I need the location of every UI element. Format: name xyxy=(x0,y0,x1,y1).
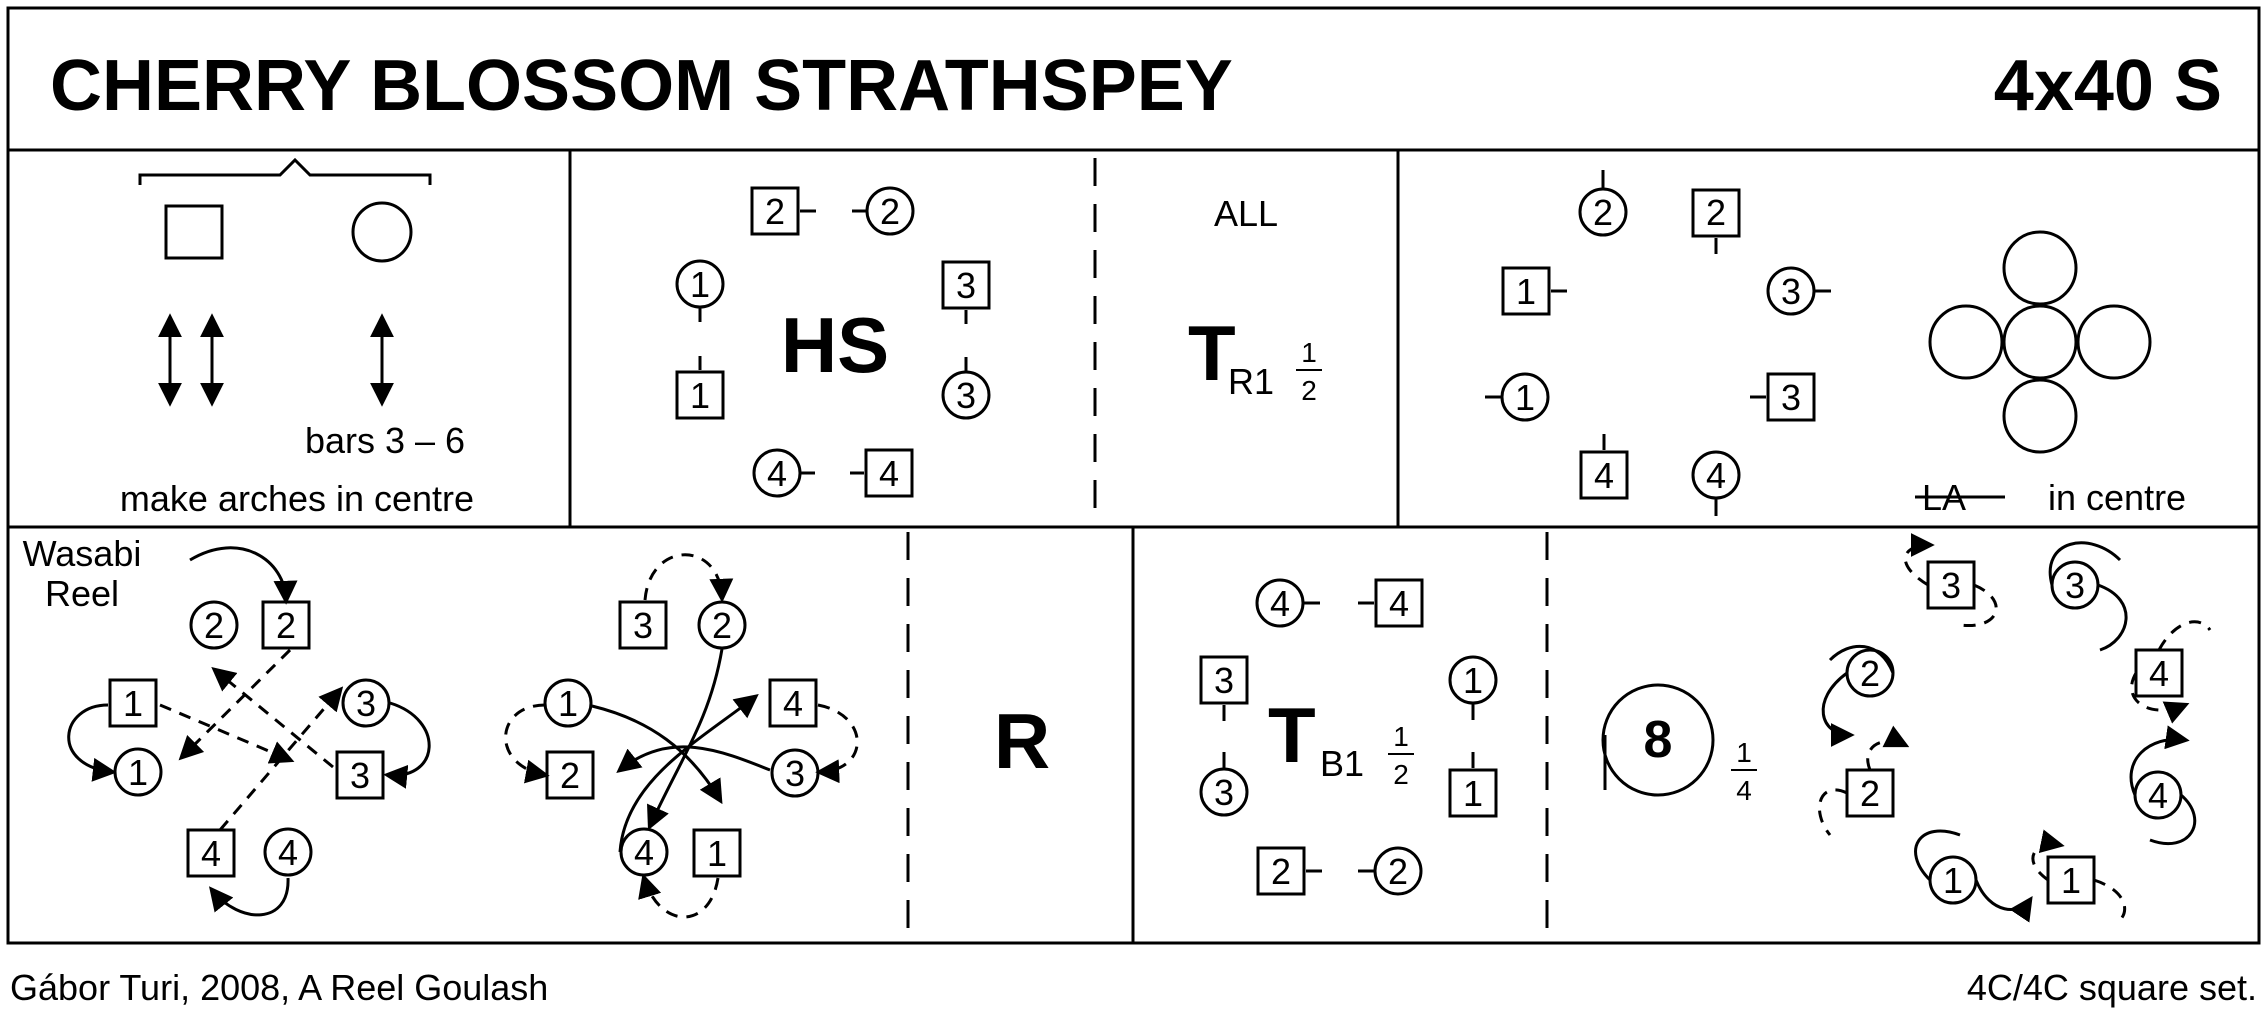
tb-formation xyxy=(1199,578,1498,896)
reel-figure: R xyxy=(994,697,1050,785)
all-label: ALL xyxy=(1214,193,1278,234)
svg-text:3: 3 xyxy=(1781,271,1801,312)
chase-numbers: 3 3 2 4 2 4 1 1 xyxy=(1860,565,2169,901)
wasabi-label-1: Wasabi xyxy=(23,533,142,574)
svg-text:3: 3 xyxy=(956,265,976,306)
chase-frac-den: 4 xyxy=(1736,775,1752,806)
footer-set: 4C/4C square set. xyxy=(1967,967,2257,1008)
svg-text:2: 2 xyxy=(712,605,732,646)
svg-text:4: 4 xyxy=(2148,775,2168,816)
svg-text:1: 1 xyxy=(558,683,578,724)
centre-cluster xyxy=(1928,230,2152,454)
la-numbers: 2 2 1 3 1 3 4 4 xyxy=(1515,192,1801,496)
svg-text:4: 4 xyxy=(278,832,298,873)
svg-text:2: 2 xyxy=(1388,851,1408,892)
svg-text:1: 1 xyxy=(1516,271,1536,312)
svg-text:1: 1 xyxy=(1943,860,1963,901)
svg-text:4: 4 xyxy=(1270,583,1290,624)
svg-text:2: 2 xyxy=(1860,773,1880,814)
dashed-dividers xyxy=(906,158,1549,940)
svg-text:4: 4 xyxy=(201,833,221,874)
svg-text:1: 1 xyxy=(690,264,710,305)
footer-credit: Gábor Turi, 2008, A Reel Goulash xyxy=(10,967,548,1008)
arches-key xyxy=(138,157,432,407)
svg-text:4: 4 xyxy=(1389,583,1409,624)
svg-text:3: 3 xyxy=(1214,772,1234,813)
svg-text:2: 2 xyxy=(1271,851,1291,892)
svg-text:3: 3 xyxy=(785,753,805,794)
svg-text:3: 3 xyxy=(633,605,653,646)
tb-numbers: 4 4 3 1 3 1 2 2 xyxy=(1214,583,1483,892)
wasabi-panel-1-numbers: 2 2 1 3 1 3 4 4 xyxy=(123,605,376,874)
dance-title: CHERRY BLOSSOM STRATHSPEY xyxy=(50,46,1233,126)
svg-text:4: 4 xyxy=(879,453,899,494)
chase-symbol xyxy=(1601,683,1715,797)
la-caption: in centre xyxy=(2048,477,2186,518)
chase-number: 8 xyxy=(1644,711,1673,769)
turn-frac-den: 2 xyxy=(1301,375,1317,406)
svg-text:1: 1 xyxy=(1515,377,1535,418)
svg-text:4: 4 xyxy=(783,683,803,724)
svg-text:3: 3 xyxy=(1941,565,1961,606)
svg-text:1: 1 xyxy=(123,683,143,724)
wasabi-label-2: Reel xyxy=(45,573,119,614)
svg-text:1: 1 xyxy=(707,833,727,874)
svg-text:1: 1 xyxy=(690,375,710,416)
turn-frac-num: 1 xyxy=(1301,337,1317,368)
svg-text:2: 2 xyxy=(204,605,224,646)
arches-caption: make arches in centre xyxy=(120,478,474,519)
svg-text:4: 4 xyxy=(1594,455,1614,496)
bars-note: bars 3 – 6 xyxy=(305,420,465,461)
chase-formation xyxy=(1818,543,2212,920)
turn-b-sub: B1 xyxy=(1320,743,1364,784)
svg-text:2: 2 xyxy=(276,605,296,646)
svg-text:2: 2 xyxy=(1593,192,1613,233)
hs-formation xyxy=(675,186,991,498)
svg-text:1: 1 xyxy=(128,752,148,793)
svg-text:2: 2 xyxy=(1706,192,1726,233)
svg-text:1: 1 xyxy=(1463,660,1483,701)
man-symbol xyxy=(164,204,224,260)
woman-symbol xyxy=(351,201,413,263)
turn-b-figure: T xyxy=(1268,691,1316,779)
svg-text:2: 2 xyxy=(765,191,785,232)
svg-text:1: 1 xyxy=(2061,860,2081,901)
svg-text:3: 3 xyxy=(1781,377,1801,418)
frame-lines xyxy=(6,6,2261,945)
svg-text:3: 3 xyxy=(1214,660,1234,701)
svg-text:1: 1 xyxy=(1463,773,1483,814)
chase-frac-num: 1 xyxy=(1736,737,1752,768)
svg-text:4: 4 xyxy=(2149,653,2169,694)
svg-text:2: 2 xyxy=(560,755,580,796)
wasabi-panel-2-numbers: 3 2 1 4 2 3 4 1 xyxy=(558,605,805,874)
turn-figure: T xyxy=(1188,309,1236,397)
wasabi-panel-2 xyxy=(504,553,859,919)
turn-b-frac-den: 2 xyxy=(1393,759,1409,790)
hs-numbers: 2 2 1 1 3 3 4 4 xyxy=(690,191,976,494)
turn-b-frac-num: 1 xyxy=(1393,721,1409,752)
wasabi-panel-1 xyxy=(67,546,431,917)
dance-formation: 4x40 S xyxy=(1994,46,2222,126)
svg-text:4: 4 xyxy=(634,832,654,873)
svg-text:3: 3 xyxy=(956,375,976,416)
svg-text:4: 4 xyxy=(1706,455,1726,496)
svg-text:3: 3 xyxy=(350,755,370,796)
la-formation xyxy=(1485,170,1831,516)
svg-text:3: 3 xyxy=(356,683,376,724)
hs-figure: HS xyxy=(781,301,889,389)
svg-text:2: 2 xyxy=(1860,653,1880,694)
svg-text:4: 4 xyxy=(767,453,787,494)
svg-text:2: 2 xyxy=(880,191,900,232)
turn-sub: R1 xyxy=(1228,361,1274,402)
svg-text:3: 3 xyxy=(2065,565,2085,606)
